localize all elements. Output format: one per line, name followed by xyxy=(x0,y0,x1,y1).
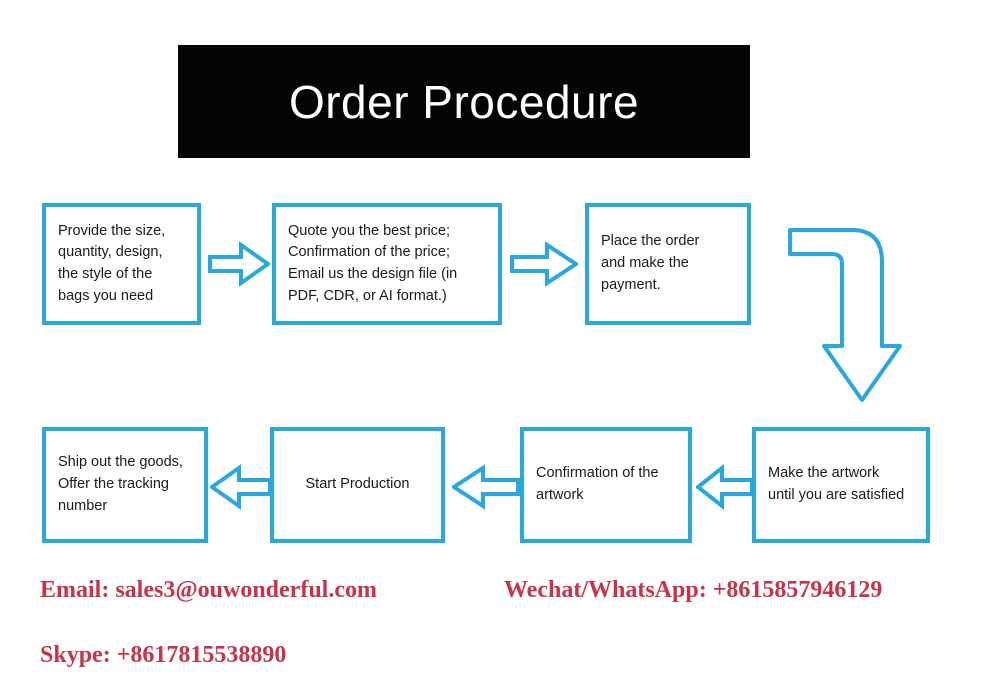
title-banner: Order Procedure xyxy=(178,45,750,158)
flow-box-ship-goods-text: Ship out the goods, Offer the tracking n… xyxy=(58,454,183,514)
flow-box-make-artwork: Make the artwork until you are satisfied xyxy=(752,427,930,543)
flow-box-start-production: Start Production xyxy=(270,427,445,543)
flow-box-provide-details: Provide the size, quantity, design, the … xyxy=(42,203,201,325)
arrow-right-icon xyxy=(208,240,270,288)
flow-box-place-order: Place the order and make the payment. xyxy=(585,203,751,325)
contact-skype: Skype: +8617815538890 xyxy=(40,642,287,668)
flow-box-provide-details-text: Provide the size, quantity, design, the … xyxy=(58,222,166,304)
flow-box-start-production-text: Start Production xyxy=(305,476,410,493)
flow-box-ship-goods: Ship out the goods, Offer the tracking n… xyxy=(42,427,208,543)
arrow-left-icon xyxy=(696,462,754,512)
arrow-left-icon xyxy=(210,462,272,512)
arrow-left-icon xyxy=(452,462,520,512)
flow-box-confirm-artwork-text: Confirmation of the artwork xyxy=(536,465,659,503)
flow-box-confirm-artwork: Confirmation of the artwork xyxy=(520,427,692,543)
flow-box-quote-price: Quote you the best price; Confirmation o… xyxy=(272,203,502,325)
contact-email: Email: sales3@ouwonderful.com xyxy=(40,577,377,603)
arrow-right-icon xyxy=(510,240,578,288)
arrow-curved-right-down-icon xyxy=(786,224,904,404)
flow-box-quote-price-text: Quote you the best price; Confirmation o… xyxy=(288,222,458,304)
flow-box-place-order-text: Place the order and make the payment. xyxy=(601,233,700,293)
page-title: Order Procedure xyxy=(288,75,640,128)
contact-wechat-whatsapp: Wechat/WhatsApp: +8615857946129 xyxy=(504,577,883,603)
flow-box-make-artwork-text: Make the artwork until you are satisfied xyxy=(768,465,905,503)
